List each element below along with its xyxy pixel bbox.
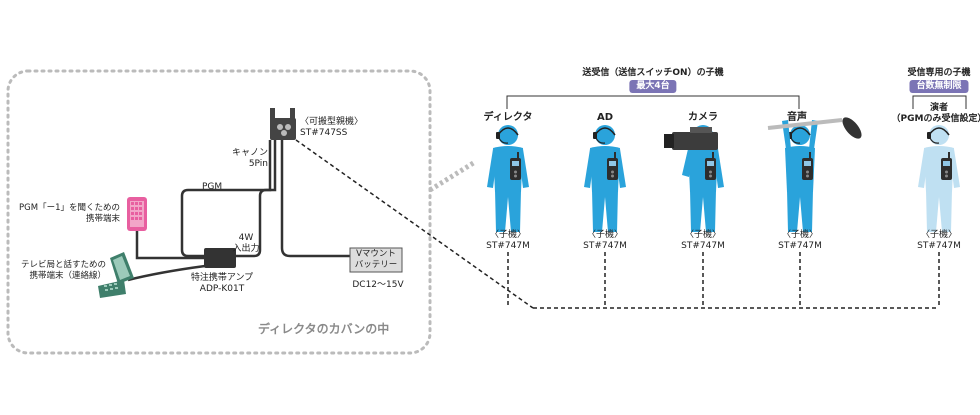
antenna-label: キャノン 5Pin [231, 148, 268, 169]
pgm-label: PGM [202, 182, 223, 192]
bag-outline [6, 69, 432, 355]
tx-group-badge: 最大4台 [629, 80, 677, 93]
role-audio: 音声 [787, 112, 807, 123]
model-talent: 〈子機〉 ST#747M [917, 230, 961, 251]
phone-label: PGM「ー1」を聞くための 携帯端末 [19, 203, 120, 224]
bag-connector [428, 159, 477, 193]
person-camera [664, 125, 724, 232]
battery-label: Vマウント バッテリー [354, 249, 398, 270]
flip-phone-icon [98, 252, 134, 298]
phone-icon [127, 197, 147, 231]
person-director [487, 125, 529, 232]
role-ad: AD [596, 112, 614, 123]
base-station-label: 〈可搬型親機〉 ST#747SS [300, 117, 364, 138]
flip-phone-label: テレビ局と話すための 携帯端末（連絡線） [20, 260, 106, 281]
rx-group-bracket [912, 95, 967, 109]
bag-title: ディレクタのカバンの中 [258, 322, 390, 336]
person-talent [918, 125, 960, 232]
amp-io-label: 4W 入出力 [232, 233, 260, 254]
tx-group-title: 送受信（送信スイッチON）の子機 [582, 68, 724, 78]
role-talent: 演者 （PGMのみ受信設定） [891, 103, 980, 124]
model-camera: 〈子機〉 ST#747M [681, 230, 725, 251]
model-director: 〈子機〉 ST#747M [486, 230, 530, 251]
handset-drops [507, 252, 940, 308]
model-audio: 〈子機〉 ST#747M [778, 230, 822, 251]
dc-label: DC12〜15V [352, 280, 404, 290]
person-ad [584, 125, 626, 232]
amplifier-icon [204, 248, 236, 268]
rx-group-badge: 台数無制限 [909, 80, 969, 93]
person-audio [767, 117, 862, 232]
role-director: ディレクタ [483, 112, 533, 123]
amplifier-label: 特注携帯アンプ ADP-K01T [190, 273, 254, 294]
model-ad: 〈子機〉 ST#747M [583, 230, 627, 251]
role-camera: カメラ [688, 112, 718, 123]
battery-icon [349, 247, 403, 273]
tx-group-bracket [506, 95, 800, 109]
base-station-icon [270, 108, 296, 140]
rx-group-title: 受信専用の子機 [907, 68, 971, 78]
cables [127, 140, 350, 282]
